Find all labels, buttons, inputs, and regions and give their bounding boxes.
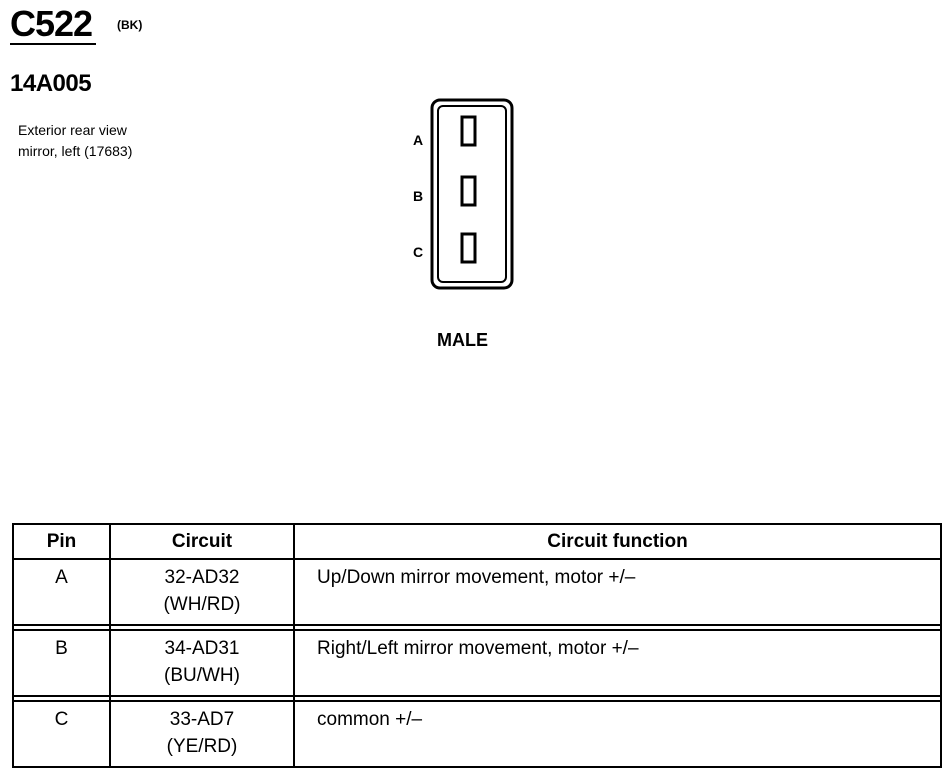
- pin-cell: A: [12, 558, 111, 626]
- pin-label-c: C: [413, 244, 423, 260]
- function-cell: Up/Down mirror movement, motor +/–: [293, 558, 942, 626]
- connector-id-underline: [10, 43, 96, 45]
- table-row: A 32-AD32 (WH/RD) Up/Down mirror movemen…: [12, 558, 942, 626]
- row-separator: [12, 624, 942, 631]
- header-pin: Pin: [12, 523, 111, 560]
- pin-label-a: A: [413, 132, 423, 148]
- component-description-line1: Exterior rear view: [18, 122, 127, 138]
- circuit-cell: 34-AD31 (BU/WH): [109, 629, 295, 697]
- wire-color: (WH/RD): [163, 594, 241, 615]
- circuit-number: 34-AD31: [164, 638, 240, 659]
- connector-housing-outer: [430, 98, 514, 290]
- pin-cell: B: [12, 629, 111, 697]
- component-description: Exterior rear view mirror, left (17683): [18, 120, 218, 162]
- pin-cell: C: [12, 700, 111, 768]
- header-circuit-function: Circuit function: [293, 523, 942, 560]
- connector-housing-inner: [437, 105, 507, 283]
- pinout-table: Pin Circuit Circuit function A 32-AD32 (…: [12, 523, 942, 768]
- pin-label-b: B: [413, 188, 423, 204]
- wire-color: (BU/WH): [164, 665, 240, 686]
- function-cell: common +/–: [293, 700, 942, 768]
- circuit-number: 32-AD32: [164, 567, 240, 588]
- component-description-line2: mirror, left (17683): [18, 143, 133, 159]
- circuit-cell: 33-AD7 (YE/RD): [109, 700, 295, 768]
- connector-face-diagram: A B C: [413, 98, 514, 290]
- row-separator: [12, 695, 942, 702]
- connector-id: C522: [10, 3, 93, 44]
- connector-gender-label: MALE: [437, 330, 488, 350]
- header-circuit: Circuit: [109, 523, 295, 560]
- table-row: B 34-AD31 (BU/WH) Right/Left mirror move…: [12, 629, 942, 697]
- circuit-number: 33-AD7: [169, 709, 235, 730]
- table-header-row: Pin Circuit Circuit function: [12, 523, 942, 560]
- circuit-cell: 32-AD32 (WH/RD): [109, 558, 295, 626]
- pin-cavity-b: [460, 175, 477, 207]
- part-number: 14A005: [10, 70, 92, 97]
- pin-cavity-a: [460, 115, 477, 147]
- connector-color-code: (BK): [117, 18, 143, 32]
- table-row: C 33-AD7 (YE/RD) common +/–: [12, 700, 942, 768]
- function-cell: Right/Left mirror movement, motor +/–: [293, 629, 942, 697]
- wire-color: (YE/RD): [166, 736, 238, 757]
- pin-cavity-c: [460, 232, 477, 264]
